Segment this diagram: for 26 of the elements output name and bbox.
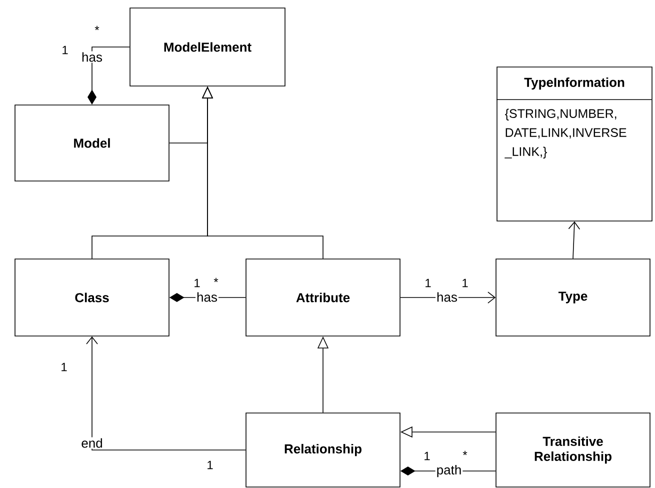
class-box: Type xyxy=(496,258,650,336)
class-box: Transitive Relationship xyxy=(496,412,650,488)
association-arrow xyxy=(568,221,580,259)
association-arrow xyxy=(400,292,496,304)
class-box: Model xyxy=(14,104,170,182)
association-arrow xyxy=(86,336,246,450)
multiplicity-label: * xyxy=(94,26,100,30)
class-box: Class xyxy=(14,258,170,336)
multiplicity-label: 1 xyxy=(62,46,68,54)
multiplicity-label: 1 xyxy=(424,452,430,460)
edge-label: path xyxy=(435,464,463,478)
edge-label: has xyxy=(196,291,218,303)
multiplicity-label: 1 xyxy=(194,278,200,288)
multiplicity-label: 1 xyxy=(426,278,431,288)
class-box: Relationship xyxy=(246,412,400,488)
class-box: Attribute xyxy=(246,258,400,336)
edge-label: has xyxy=(436,291,458,303)
multiplicity-label: * xyxy=(462,450,468,456)
multiplicity-label: 1 xyxy=(462,278,468,288)
multiplicity-label: 1 xyxy=(62,362,67,372)
class-box: TypeInformation {STRING,NUMBER, DATE,LINK,INVERSE _LINK,} xyxy=(496,66,652,222)
edge-label: has xyxy=(80,51,104,63)
multiplicity-label: * xyxy=(214,278,218,282)
multiplicity-label: 1 xyxy=(208,460,213,470)
class-box: ModelElement xyxy=(130,8,286,86)
edge-label: end xyxy=(80,437,104,449)
